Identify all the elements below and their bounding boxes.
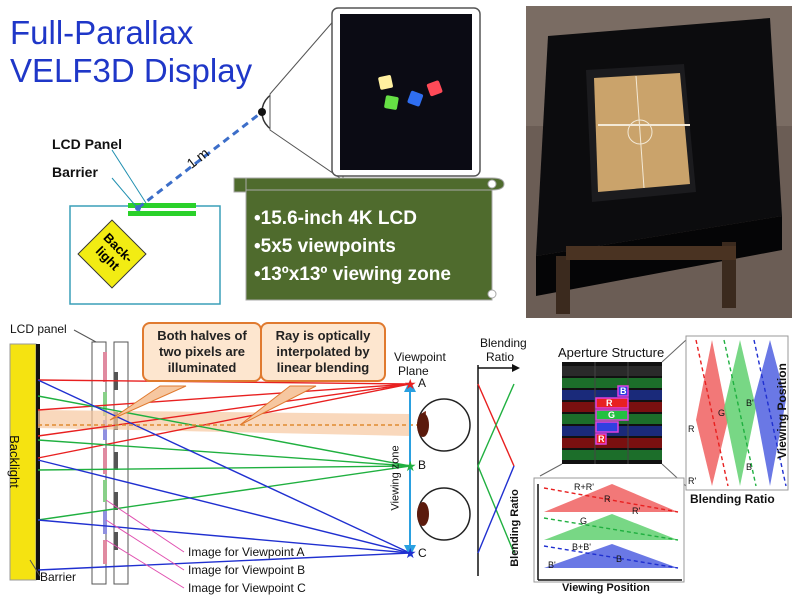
right-label-b: B bbox=[746, 462, 753, 472]
lcd-pointer-line bbox=[111, 149, 147, 204]
aperture-leader-left bbox=[539, 463, 563, 477]
spec-item-1: •15.6-inch 4K LCD bbox=[254, 208, 417, 229]
point-a-label: A bbox=[418, 376, 427, 390]
aperture-title: Aperture Structure bbox=[558, 345, 665, 360]
viewpoint-label-1: Viewpoint bbox=[394, 350, 446, 364]
bottom-label-b-bp: B+B' bbox=[572, 542, 591, 552]
right-label-g: G bbox=[718, 408, 726, 418]
blending-label-1: Blending bbox=[480, 336, 527, 350]
right-blending-chart bbox=[685, 335, 789, 491]
bottom-label-r: R bbox=[604, 494, 611, 504]
title-line-1: Full-Parallax bbox=[10, 14, 194, 51]
backlight-diamond bbox=[77, 219, 147, 289]
barrier-pointer-line bbox=[111, 177, 141, 212]
bottom-viewing-axis-label: Viewing Position bbox=[562, 582, 650, 594]
lcd-panel-text: LCD panel bbox=[10, 322, 67, 336]
magnifier-dot bbox=[258, 108, 266, 116]
right-viewing-axis-label: Viewing Position bbox=[774, 363, 789, 459]
eye-upper bbox=[417, 398, 471, 452]
rays-to-c bbox=[37, 379, 411, 571]
bottom-label-b-prime: B' bbox=[548, 560, 556, 570]
barrier-label: Barrier bbox=[52, 164, 98, 180]
interpolated-beam bbox=[38, 410, 410, 436]
bottom-label-r-prime: R' bbox=[632, 506, 641, 516]
point-b-label: B bbox=[418, 458, 427, 472]
cell-label-r-bottom: R bbox=[598, 434, 605, 444]
right-label-b-prime: B' bbox=[746, 398, 754, 408]
star-c: ★ bbox=[404, 546, 417, 562]
star-a: ★ bbox=[404, 377, 417, 393]
lcd-panel-label: LCD Panel bbox=[52, 136, 123, 152]
viewing-distance-line bbox=[137, 110, 263, 210]
right-label-r: R bbox=[688, 424, 695, 434]
callout-linear-blending: Ray is optically interpolated by linear … bbox=[260, 322, 386, 382]
callout-both-halves: Both halves of two pixels are illuminate… bbox=[142, 322, 262, 382]
spec-item-2: •5x5 viewpoints bbox=[254, 236, 396, 257]
cell-label-r-top: R bbox=[606, 398, 613, 408]
bottom-label-g: G bbox=[580, 516, 588, 526]
blending-label-2: Ratio bbox=[486, 350, 515, 364]
bottom-blending-axis-label: Blending Ratio bbox=[508, 489, 521, 567]
bottom-label-b: B bbox=[616, 554, 623, 564]
image-a-label: Image for Viewpoint A bbox=[188, 545, 305, 559]
spec-scroll bbox=[233, 177, 505, 301]
cell-label-g: G bbox=[608, 410, 616, 420]
viewing-origin-dot bbox=[135, 205, 141, 211]
bottom-label-r-rp: R+R' bbox=[574, 482, 594, 492]
eye-lower bbox=[417, 487, 471, 541]
point-c-label: C bbox=[418, 546, 427, 560]
bottom-blending-chart bbox=[533, 477, 685, 583]
right-blending-axis-label: Blending Ratio bbox=[690, 492, 775, 506]
inset-photo-screen bbox=[340, 14, 472, 170]
aperture-grid bbox=[562, 362, 662, 464]
aperture-leader-top bbox=[661, 339, 687, 363]
cell-label-b: B bbox=[620, 386, 627, 396]
display-table-photo bbox=[526, 6, 792, 318]
blending-ratio-chart bbox=[477, 364, 520, 576]
display-table-illustration bbox=[526, 6, 792, 318]
viewpoint-label-2: Plane bbox=[398, 364, 429, 378]
star-b: ★ bbox=[404, 459, 417, 475]
image-b-label: Image for Viewpoint B bbox=[188, 563, 306, 577]
title-line-2: VELF3D Display bbox=[10, 52, 253, 89]
callout-2-pointer bbox=[239, 385, 317, 426]
lcd-panel-layer bbox=[128, 203, 196, 208]
barrier-layer bbox=[128, 211, 196, 216]
callout-1-pointer bbox=[109, 385, 187, 421]
spec-item-3: •13ºx13º viewing zone bbox=[254, 264, 451, 285]
image-c-label: Image for Viewpoint C bbox=[188, 581, 306, 595]
barrier-text: Barrier bbox=[40, 570, 77, 584]
rays-to-a bbox=[37, 379, 411, 459]
floating-dice bbox=[378, 75, 443, 110]
image-leader-lines bbox=[105, 499, 185, 589]
barrier-leader bbox=[29, 559, 41, 577]
right-label-r-prime: R' bbox=[688, 476, 697, 486]
lcd-leader bbox=[73, 329, 97, 343]
rays-to-b bbox=[37, 395, 411, 521]
backlight-bar bbox=[9, 343, 37, 581]
page-title: Full-Parallax VELF3D Display bbox=[10, 14, 252, 90]
